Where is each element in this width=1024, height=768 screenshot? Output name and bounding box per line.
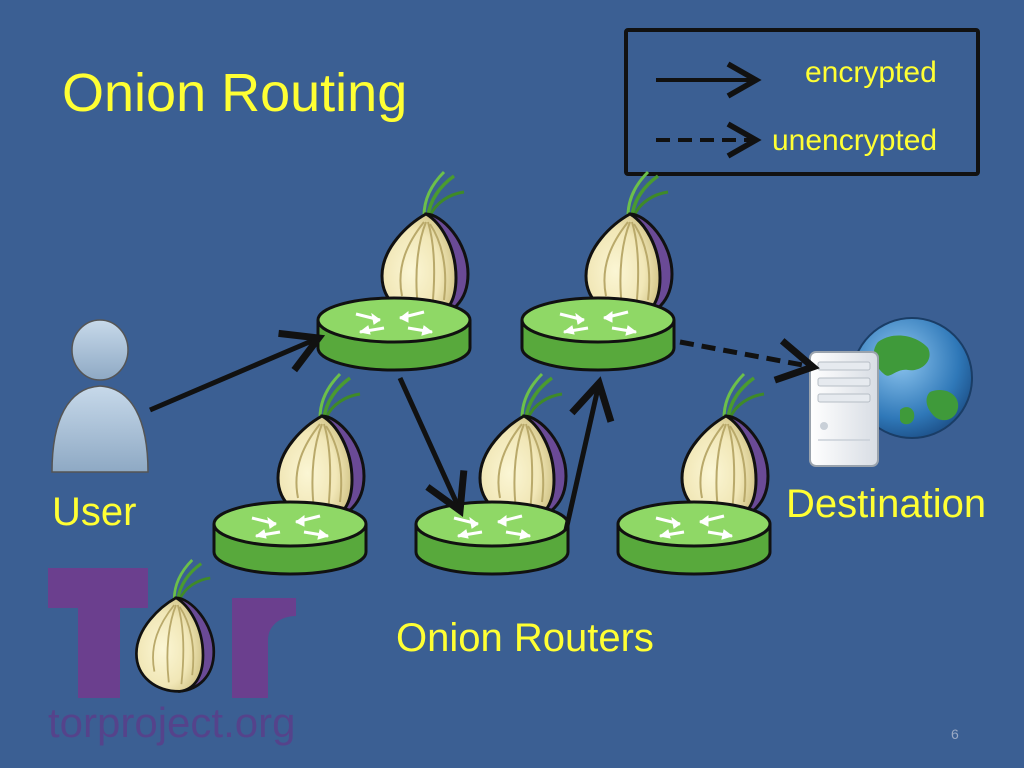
onion-icon-bottom-middle [478, 372, 568, 522]
router-icon-bottom-right [616, 500, 772, 576]
user-icon [51, 319, 149, 473]
onion-icon-bottom-left [276, 372, 366, 522]
tor-logo [48, 558, 296, 698]
route-arrow-router3-to-destination [679, 338, 820, 384]
legend-box [624, 28, 980, 176]
slide-title: Onion Routing [62, 63, 408, 123]
route-arrow-user-to-router1 [149, 329, 326, 413]
legend-encrypted-label: encrypted [805, 56, 937, 89]
user-label: User [52, 490, 137, 534]
destination-label: Destination [786, 482, 987, 526]
legend-unencrypted-label: unencrypted [772, 124, 938, 157]
router-icon-bottom-left [212, 500, 368, 576]
server-icon [809, 351, 879, 467]
globe-icon [851, 317, 973, 439]
router-icon-top-left [316, 296, 472, 372]
onion-icon-top-right [584, 170, 674, 320]
router-icon-bottom-middle [414, 500, 570, 576]
onion-icon-bottom-right [680, 372, 770, 522]
tor-logo-onion-icon [134, 558, 216, 693]
tor-url: torproject.org [48, 699, 296, 746]
route-arrow-router2-to-router3 [563, 376, 615, 531]
slide-number: 6 [951, 726, 959, 742]
route-arrow-router1-to-router2 [397, 376, 468, 517]
router-icon-top-right [520, 296, 676, 372]
onion-icon-top-left [380, 170, 470, 320]
onion-routers-label: Onion Routers [396, 616, 654, 660]
